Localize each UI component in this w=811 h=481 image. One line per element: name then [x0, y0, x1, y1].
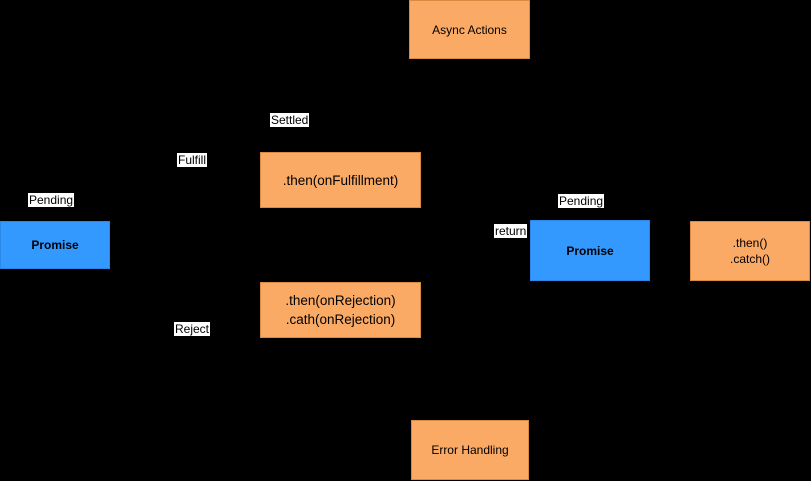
node-then-catch: .then() .catch(): [690, 221, 810, 281]
node-async-actions: Async Actions: [409, 0, 530, 59]
node-then-fulfillment-label: .then(onFulfillment): [282, 172, 399, 188]
node-async-actions-label: Async Actions: [432, 22, 507, 37]
node-then-rejection-line1: .then(onRejection): [285, 293, 396, 308]
edge-label-pending-left: Pending: [28, 193, 75, 207]
node-then-catch-line1: .then(): [732, 236, 768, 250]
node-promise-left: Promise: [0, 221, 110, 269]
node-then-rejection-line2: .cath(onRejection): [285, 312, 396, 327]
node-promise-right: Promise: [530, 220, 650, 281]
node-promise-right-label: Promise: [566, 243, 614, 258]
node-then-fulfillment: .then(onFulfillment): [260, 152, 421, 208]
node-error-handling-label: Error Handling: [431, 443, 509, 457]
edge-label-fulfill: Fulfill: [177, 153, 208, 167]
edge-label-settled: Settled: [270, 113, 310, 127]
node-then-rejection: .then(onRejection) .cath(onRejection): [260, 282, 421, 338]
edge-label-reject: Reject: [174, 322, 211, 336]
node-promise-left-label: Promise: [31, 238, 79, 252]
edge-label-return: return: [494, 224, 528, 238]
node-then-catch-line2: .catch(): [729, 252, 770, 266]
edge-label-pending-right: Pending: [558, 194, 605, 208]
node-error-handling: Error Handling: [411, 420, 529, 480]
